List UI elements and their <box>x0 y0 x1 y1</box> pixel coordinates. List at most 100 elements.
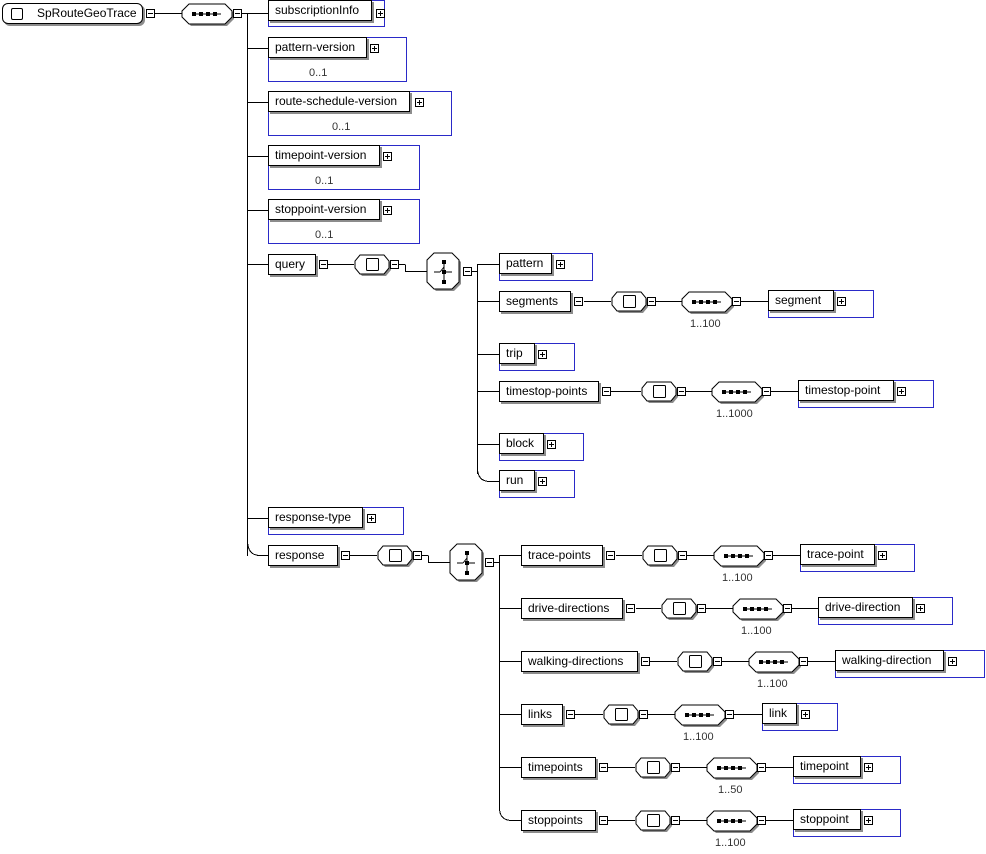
element-stoppoint[interactable]: stoppoint <box>793 809 861 830</box>
ref-timepoint[interactable]: timepoint <box>793 756 901 784</box>
ref-stoppoint[interactable]: stoppoint <box>793 809 901 837</box>
element-trip[interactable]: trip <box>499 343 535 364</box>
ref-timepoint-version[interactable]: timepoint-version 0..1 <box>268 145 420 190</box>
expand-toggle[interactable] <box>916 604 925 613</box>
element-trace-point[interactable]: trace-point <box>800 544 875 565</box>
element-subscriptionInfo[interactable]: subscriptionInfo <box>268 0 372 21</box>
collapse-toggle[interactable] <box>574 297 583 306</box>
root-element-label: SpRouteGeoTrace <box>37 6 137 20</box>
collapse-toggle[interactable] <box>725 710 734 719</box>
root-element[interactable]: SpRouteGeoTrace <box>2 3 143 24</box>
collapse-toggle[interactable] <box>671 763 680 772</box>
collapse-toggle[interactable] <box>647 297 656 306</box>
ref-drive-direction[interactable]: drive-direction <box>818 597 953 625</box>
ref-link[interactable]: link <box>762 703 838 731</box>
ref-timestop-point[interactable]: timestop-point <box>798 380 934 408</box>
expand-toggle[interactable] <box>864 763 873 772</box>
collapse-toggle[interactable] <box>599 763 608 772</box>
ref-route-schedule-version[interactable]: route-schedule-version 0..1 <box>268 91 452 136</box>
element-timestop-points[interactable]: timestop-points <box>499 381 599 402</box>
expand-toggle[interactable] <box>948 657 957 666</box>
ref-walking-direction[interactable]: walking-direction <box>835 650 985 678</box>
ref-response-type[interactable]: response-type <box>268 507 404 535</box>
ref-segment[interactable]: segment <box>768 290 874 318</box>
expand-toggle[interactable] <box>538 477 547 486</box>
element-trace-points[interactable]: trace-points <box>521 545 603 566</box>
collapse-toggle[interactable] <box>762 387 771 396</box>
collapse-toggle[interactable] <box>319 260 328 269</box>
collapse-toggle[interactable] <box>413 551 422 560</box>
expand-toggle[interactable] <box>370 44 379 53</box>
complex-type-compositor-icon <box>641 381 678 403</box>
collapse-toggle[interactable] <box>602 387 611 396</box>
expand-toggle[interactable] <box>897 387 906 396</box>
element-pattern[interactable]: pattern <box>499 253 552 274</box>
ref-block[interactable]: block <box>499 433 584 461</box>
expand-toggle[interactable] <box>837 297 846 306</box>
element-timepoint[interactable]: timepoint <box>793 756 861 777</box>
element-stoppoint-version[interactable]: stoppoint-version <box>268 199 380 220</box>
collapse-toggle[interactable] <box>599 816 608 825</box>
element-response[interactable]: response <box>268 545 338 566</box>
element-query[interactable]: query <box>268 254 316 275</box>
element-walking-directions[interactable]: walking-directions <box>521 651 638 672</box>
element-segment[interactable]: segment <box>768 290 834 311</box>
element-stoppoints[interactable]: stoppoints <box>521 810 596 831</box>
element-walking-direction[interactable]: walking-direction <box>835 650 944 671</box>
element-segments[interactable]: segments <box>499 291 571 312</box>
element-timestop-point[interactable]: timestop-point <box>798 380 894 401</box>
collapse-toggle[interactable] <box>341 551 350 560</box>
collapse-toggle[interactable] <box>626 604 635 613</box>
collapse-toggle[interactable] <box>463 267 472 276</box>
element-link[interactable]: link <box>762 703 797 724</box>
collapse-toggle[interactable] <box>641 657 650 666</box>
collapse-toggle[interactable] <box>713 657 722 666</box>
collapse-toggle[interactable] <box>671 816 680 825</box>
ref-subscriptionInfo[interactable]: subscriptionInfo <box>268 0 385 27</box>
element-drive-direction[interactable]: drive-direction <box>818 597 913 618</box>
element-route-schedule-version[interactable]: route-schedule-version <box>268 91 410 112</box>
ref-stoppoint-version[interactable]: stoppoint-version 0..1 <box>268 199 420 244</box>
expand-toggle[interactable] <box>878 551 887 560</box>
collapse-toggle[interactable] <box>732 297 741 306</box>
expand-toggle[interactable] <box>367 514 376 523</box>
ref-trace-point[interactable]: trace-point <box>800 544 915 572</box>
collapse-toggle[interactable] <box>799 657 808 666</box>
collapse-toggle[interactable] <box>764 551 773 560</box>
ref-trip[interactable]: trip <box>499 343 575 371</box>
collapse-toggle[interactable] <box>697 604 706 613</box>
expand-toggle[interactable] <box>547 440 556 449</box>
sequence-compositor-icon <box>181 3 234 26</box>
collapse-toggle[interactable] <box>678 551 687 560</box>
element-timepoints[interactable]: timepoints <box>521 757 596 778</box>
ref-pattern[interactable]: pattern <box>499 253 593 281</box>
collapse-toggle[interactable] <box>390 260 399 269</box>
expand-toggle[interactable] <box>376 9 385 18</box>
expand-toggle[interactable] <box>383 152 392 161</box>
collapse-toggle[interactable] <box>606 551 615 560</box>
collapse-toggle[interactable] <box>233 9 242 18</box>
element-links[interactable]: links <box>521 704 563 725</box>
collapse-toggle[interactable] <box>677 387 686 396</box>
element-drive-directions[interactable]: drive-directions <box>521 598 623 619</box>
expand-toggle[interactable] <box>556 260 565 269</box>
expand-toggle[interactable] <box>864 816 873 825</box>
expand-toggle[interactable] <box>538 350 547 359</box>
collapse-toggle[interactable] <box>757 816 766 825</box>
element-run[interactable]: run <box>499 470 535 491</box>
expand-toggle[interactable] <box>383 206 392 215</box>
collapse-toggle[interactable] <box>146 9 155 18</box>
expand-toggle[interactable] <box>415 98 424 107</box>
element-response-type[interactable]: response-type <box>268 507 363 528</box>
collapse-toggle[interactable] <box>783 604 792 613</box>
element-timepoint-version[interactable]: timepoint-version <box>268 145 380 166</box>
element-pattern-version[interactable]: pattern-version <box>268 37 367 58</box>
expand-toggle[interactable] <box>801 710 810 719</box>
element-block[interactable]: block <box>499 433 544 454</box>
ref-run[interactable]: run <box>499 470 575 498</box>
collapse-toggle[interactable] <box>566 710 575 719</box>
collapse-toggle[interactable] <box>485 558 494 567</box>
collapse-toggle[interactable] <box>639 710 648 719</box>
ref-pattern-version[interactable]: pattern-version 0..1 <box>268 37 407 82</box>
collapse-toggle[interactable] <box>757 763 766 772</box>
